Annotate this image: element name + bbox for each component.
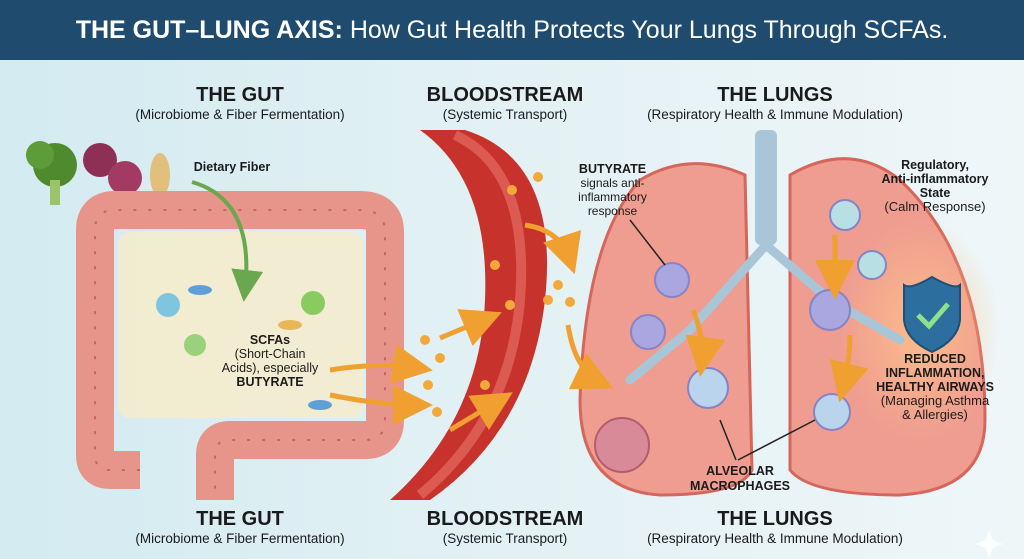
lungs-subtitle: (Respiratory Health & Immune Modulation) <box>647 531 903 546</box>
blood-subtitle: (Systemic Transport) <box>442 107 568 122</box>
lungs-title: THE LUNGS <box>717 508 833 530</box>
lungs-heading-bottom: THE LUNGS (Respiratory Health & Immune M… <box>610 508 940 546</box>
sparkle-icon <box>975 530 1003 558</box>
gut-heading-top: THE GUT (Microbiome & Fiber Fermentation… <box>90 84 390 122</box>
blood-heading-bottom: BLOODSTREAM (Systemic Transport) <box>405 508 605 546</box>
title-rest: How Gut Health Protects Your Lungs Throu… <box>349 15 949 44</box>
title-banner: THE GUT–LUNG AXIS: How Gut Health Protec… <box>0 0 1024 60</box>
gut-subtitle: (Microbiome & Fiber Fermentation) <box>135 531 345 546</box>
macrophage-icon <box>630 199 887 431</box>
gut-title: THE GUT <box>196 508 284 530</box>
title-bold: THE GUT–LUNG AXIS: <box>75 15 343 44</box>
blood-heading-top: BLOODSTREAM (Systemic Transport) <box>405 84 605 122</box>
dietary-fiber-label: Dietary Fiber <box>193 160 271 174</box>
colon-illustration <box>76 180 404 500</box>
alveolus-icon <box>594 417 650 473</box>
vegetables-icon <box>26 141 170 205</box>
gut-heading-bottom: THE GUT (Microbiome & Fiber Fermentation… <box>90 508 390 546</box>
gut-subtitle: (Microbiome & Fiber Fermentation) <box>135 107 345 122</box>
lungs-illustration <box>565 130 1000 497</box>
shield-check-icon <box>903 275 961 354</box>
blood-vessel-illustration <box>329 130 582 500</box>
gut-title: THE GUT <box>196 84 284 106</box>
blood-title: BLOODSTREAM <box>426 84 584 106</box>
lungs-subtitle: (Respiratory Health & Immune Modulation) <box>647 107 903 122</box>
lungs-title: THE LUNGS <box>717 84 833 106</box>
blood-title: BLOODSTREAM <box>426 508 584 530</box>
lungs-heading-top: THE LUNGS (Respiratory Health & Immune M… <box>610 84 940 122</box>
blood-subtitle: (Systemic Transport) <box>442 531 568 546</box>
